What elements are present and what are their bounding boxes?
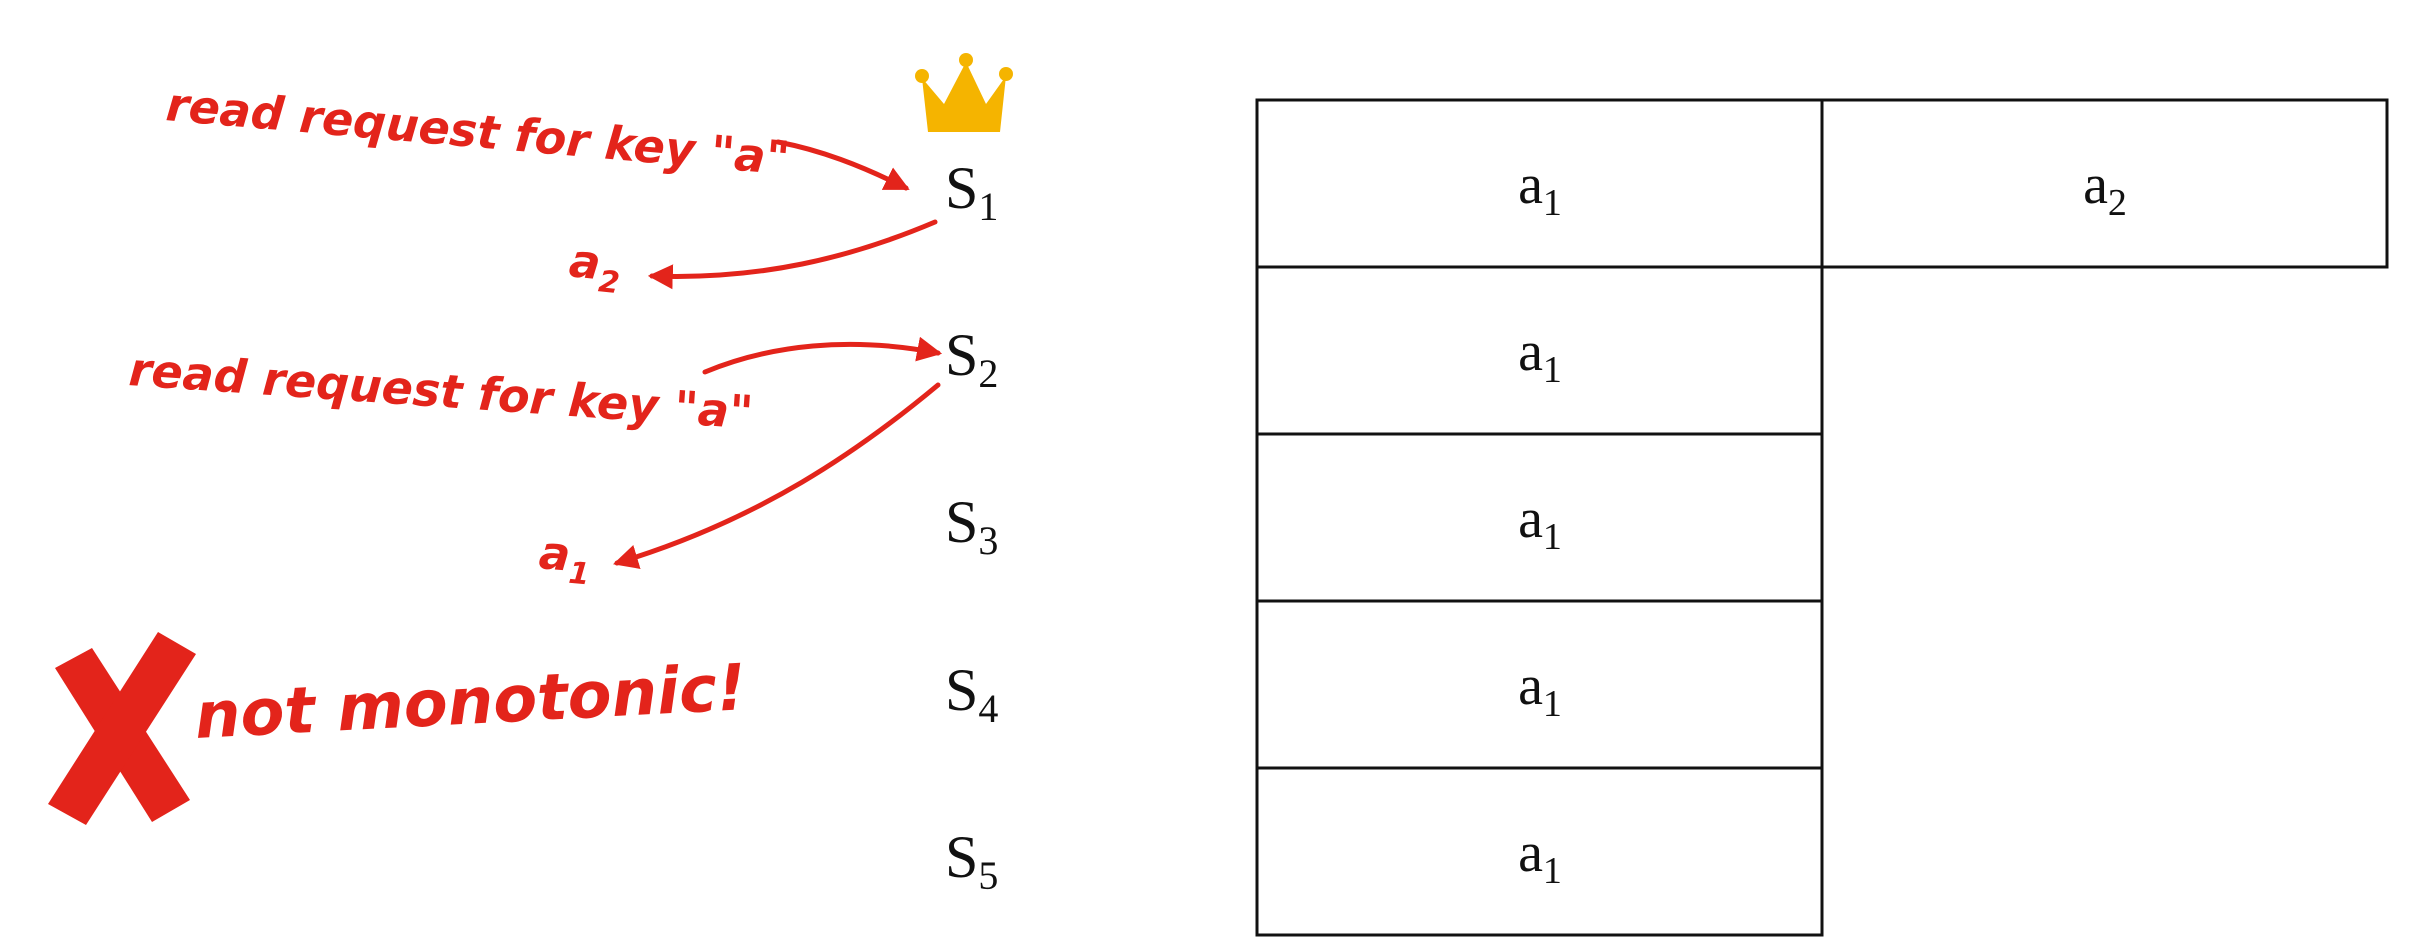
crown-icon [915,53,1013,132]
log-entry-s5-1: a1 [1518,822,1562,892]
request-arrow-1 [775,139,910,191]
request-note-1: read request for key "a" [164,77,792,185]
log-cell-s3-1 [1255,432,1824,603]
response-value-1: a2 [566,233,624,301]
log-entry-s2-1: a1 [1518,321,1562,391]
server-label-s1: S1 [945,155,998,229]
log-cell-s1-1 [1255,98,1824,269]
log-cell-s2-1 [1255,265,1824,436]
verdict-text: not monotonic! [193,651,748,754]
request-note-2: read request for key "a" [127,342,755,439]
server-label-s4: S4 [945,657,998,731]
server-label-s2: S2 [945,322,998,396]
request-arrow-2 [702,336,943,375]
log-cell-s4-1 [1255,599,1824,770]
log-cell-s1-2 [1820,98,2389,269]
log-entry-s1-2: a2 [2083,154,2127,224]
cross-icon [48,632,196,825]
log-entry-s3-1: a1 [1518,488,1562,558]
server-label-s3: S3 [945,489,998,563]
log-entry-s1-1: a1 [1518,154,1562,224]
response-arrow-1 [647,219,938,290]
log-cell-s5-1 [1255,766,1824,937]
log-entry-s4-1: a1 [1518,655,1562,725]
server-label-s5: S5 [945,824,998,898]
log-table: a1 a2 a1 a1 a1 a1 [1255,98,2389,937]
response-value-2: a1 [536,525,593,592]
response-arrow-2 [613,382,941,569]
